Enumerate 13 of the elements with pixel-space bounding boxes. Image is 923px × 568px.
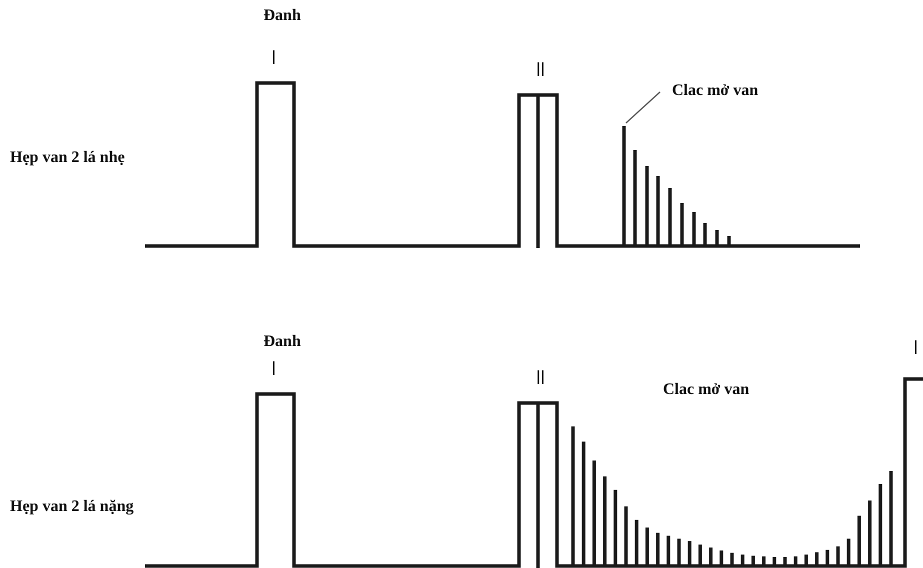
annotation-text: Clac mở van bbox=[663, 381, 750, 399]
heart-sound-label: Đanh bbox=[264, 7, 301, 25]
heart-sound-label: I bbox=[272, 47, 276, 69]
row-label: Hẹp van 2 lá nhẹ bbox=[10, 149, 125, 167]
heart-sound-label: II bbox=[536, 59, 545, 81]
opening-snap-bar bbox=[622, 126, 626, 246]
row-label: Hẹp van 2 lá nặng bbox=[10, 498, 134, 516]
leader-line bbox=[626, 92, 660, 124]
heart-sound-label: Đanh bbox=[264, 333, 301, 351]
annotation-text: Clac mở van bbox=[672, 82, 758, 100]
heart-sound-label: I bbox=[914, 337, 918, 359]
heart-sound-label: II bbox=[536, 367, 545, 389]
heart-sound-label: I bbox=[272, 358, 276, 380]
